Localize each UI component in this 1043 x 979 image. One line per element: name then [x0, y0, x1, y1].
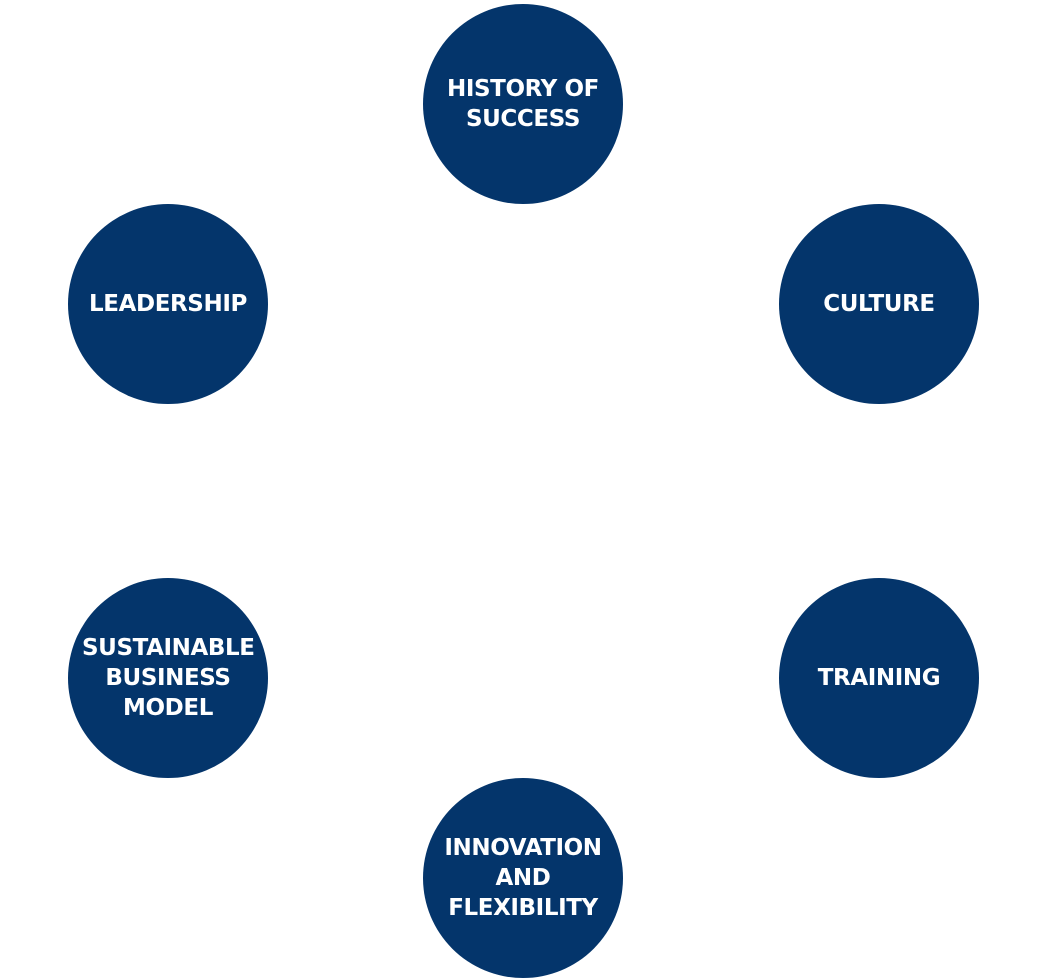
node-innovation-and-flexibility: INNOVATION AND FLEXIBILITY: [423, 778, 623, 978]
node-label-sustainable-business-model: SUSTAINABLE BUSINESS MODEL: [82, 635, 255, 721]
node-label-history-of-success: HISTORY OF SUCCESS: [447, 76, 599, 132]
node-history-of-success: HISTORY OF SUCCESS: [423, 4, 623, 204]
node-culture: CULTURE: [779, 204, 979, 404]
node-sustainable-business-model: SUSTAINABLE BUSINESS MODEL: [68, 578, 268, 778]
node-label-innovation-and-flexibility: INNOVATION AND FLEXIBILITY: [444, 835, 602, 921]
node-label-training: TRAINING: [817, 665, 941, 691]
node-leadership: LEADERSHIP: [68, 204, 268, 404]
node-label-leadership: LEADERSHIP: [89, 291, 247, 317]
node-label-culture: CULTURE: [823, 291, 935, 317]
node-training: TRAINING: [779, 578, 979, 778]
